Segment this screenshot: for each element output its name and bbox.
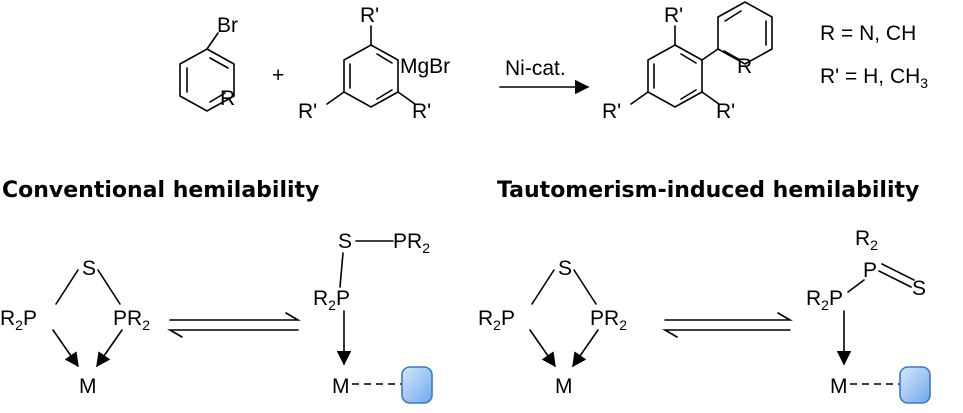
grignard-r-prime-right: R' bbox=[412, 100, 431, 123]
product-r-prime-right: R' bbox=[716, 100, 735, 123]
product-r-label: R bbox=[737, 55, 752, 78]
r2p-left: R2P bbox=[0, 307, 37, 333]
r2p-left-right-panel: R2P bbox=[478, 307, 515, 333]
equilibrium-arrows-right bbox=[662, 312, 793, 338]
metal-m-open-right: M bbox=[830, 375, 848, 398]
biaryl-product: R' R R' R' bbox=[602, 1, 773, 123]
bromo-label: Br bbox=[217, 14, 238, 37]
equilibrium-arrows-left bbox=[167, 312, 301, 338]
vacant-site-right bbox=[899, 366, 931, 404]
heading-conventional: Conventional hemilability bbox=[2, 178, 319, 203]
dangling-pr2: PR2 bbox=[393, 230, 430, 256]
substituent-legend: R = N, CH R' = H, CH3 bbox=[820, 22, 928, 91]
open-complex-right: R2 P S R2P M bbox=[806, 227, 931, 404]
chelate-complex-left: S R2P PR2 M bbox=[0, 257, 150, 398]
thiophosphoryl-p: P bbox=[863, 259, 877, 282]
thioether-s-label: S bbox=[338, 230, 352, 253]
bridge-s-label-right: S bbox=[558, 257, 572, 280]
pr2-right-right-panel: PR2 bbox=[590, 307, 627, 333]
grignard-r-prime-left: R' bbox=[298, 100, 317, 123]
r2-label-top: R2 bbox=[855, 227, 878, 253]
grignard-reagent: R' MgBr R' R' bbox=[298, 4, 450, 123]
metal-m-left: M bbox=[79, 375, 97, 398]
reaction-arrow: Ni-cat. bbox=[499, 57, 590, 95]
grignard-r-prime-top: R' bbox=[360, 4, 379, 27]
ring-r-label: R bbox=[220, 87, 235, 110]
bound-r2p: R2P bbox=[313, 287, 350, 313]
vacant-site-left bbox=[401, 366, 433, 404]
catalyst-label: Ni-cat. bbox=[505, 57, 566, 80]
heading-tautomerism: Tautomerism-induced hemilability bbox=[497, 178, 919, 203]
bridge-s-label: S bbox=[82, 257, 96, 280]
chelate-complex-right: S R2P PR2 M bbox=[478, 257, 627, 398]
metal-m-right: M bbox=[555, 375, 573, 398]
aryl-bromide: Br R bbox=[179, 14, 238, 112]
open-complex-left: S PR2 R2P M bbox=[313, 230, 433, 404]
thiophosphoryl-s: S bbox=[912, 277, 926, 300]
metal-m-open-left: M bbox=[332, 375, 350, 398]
product-r-prime-top: R' bbox=[664, 4, 683, 27]
plus-sign: + bbox=[272, 64, 284, 87]
mgbr-label: MgBr bbox=[400, 55, 450, 78]
pr2-right: PR2 bbox=[113, 307, 150, 333]
legend-r-definition: R = N, CH bbox=[820, 22, 916, 45]
legend-r-prime-definition: R' = H, CH3 bbox=[820, 65, 928, 91]
product-r-prime-left: R' bbox=[602, 100, 621, 123]
bound-r2p-right: R2P bbox=[806, 287, 843, 313]
